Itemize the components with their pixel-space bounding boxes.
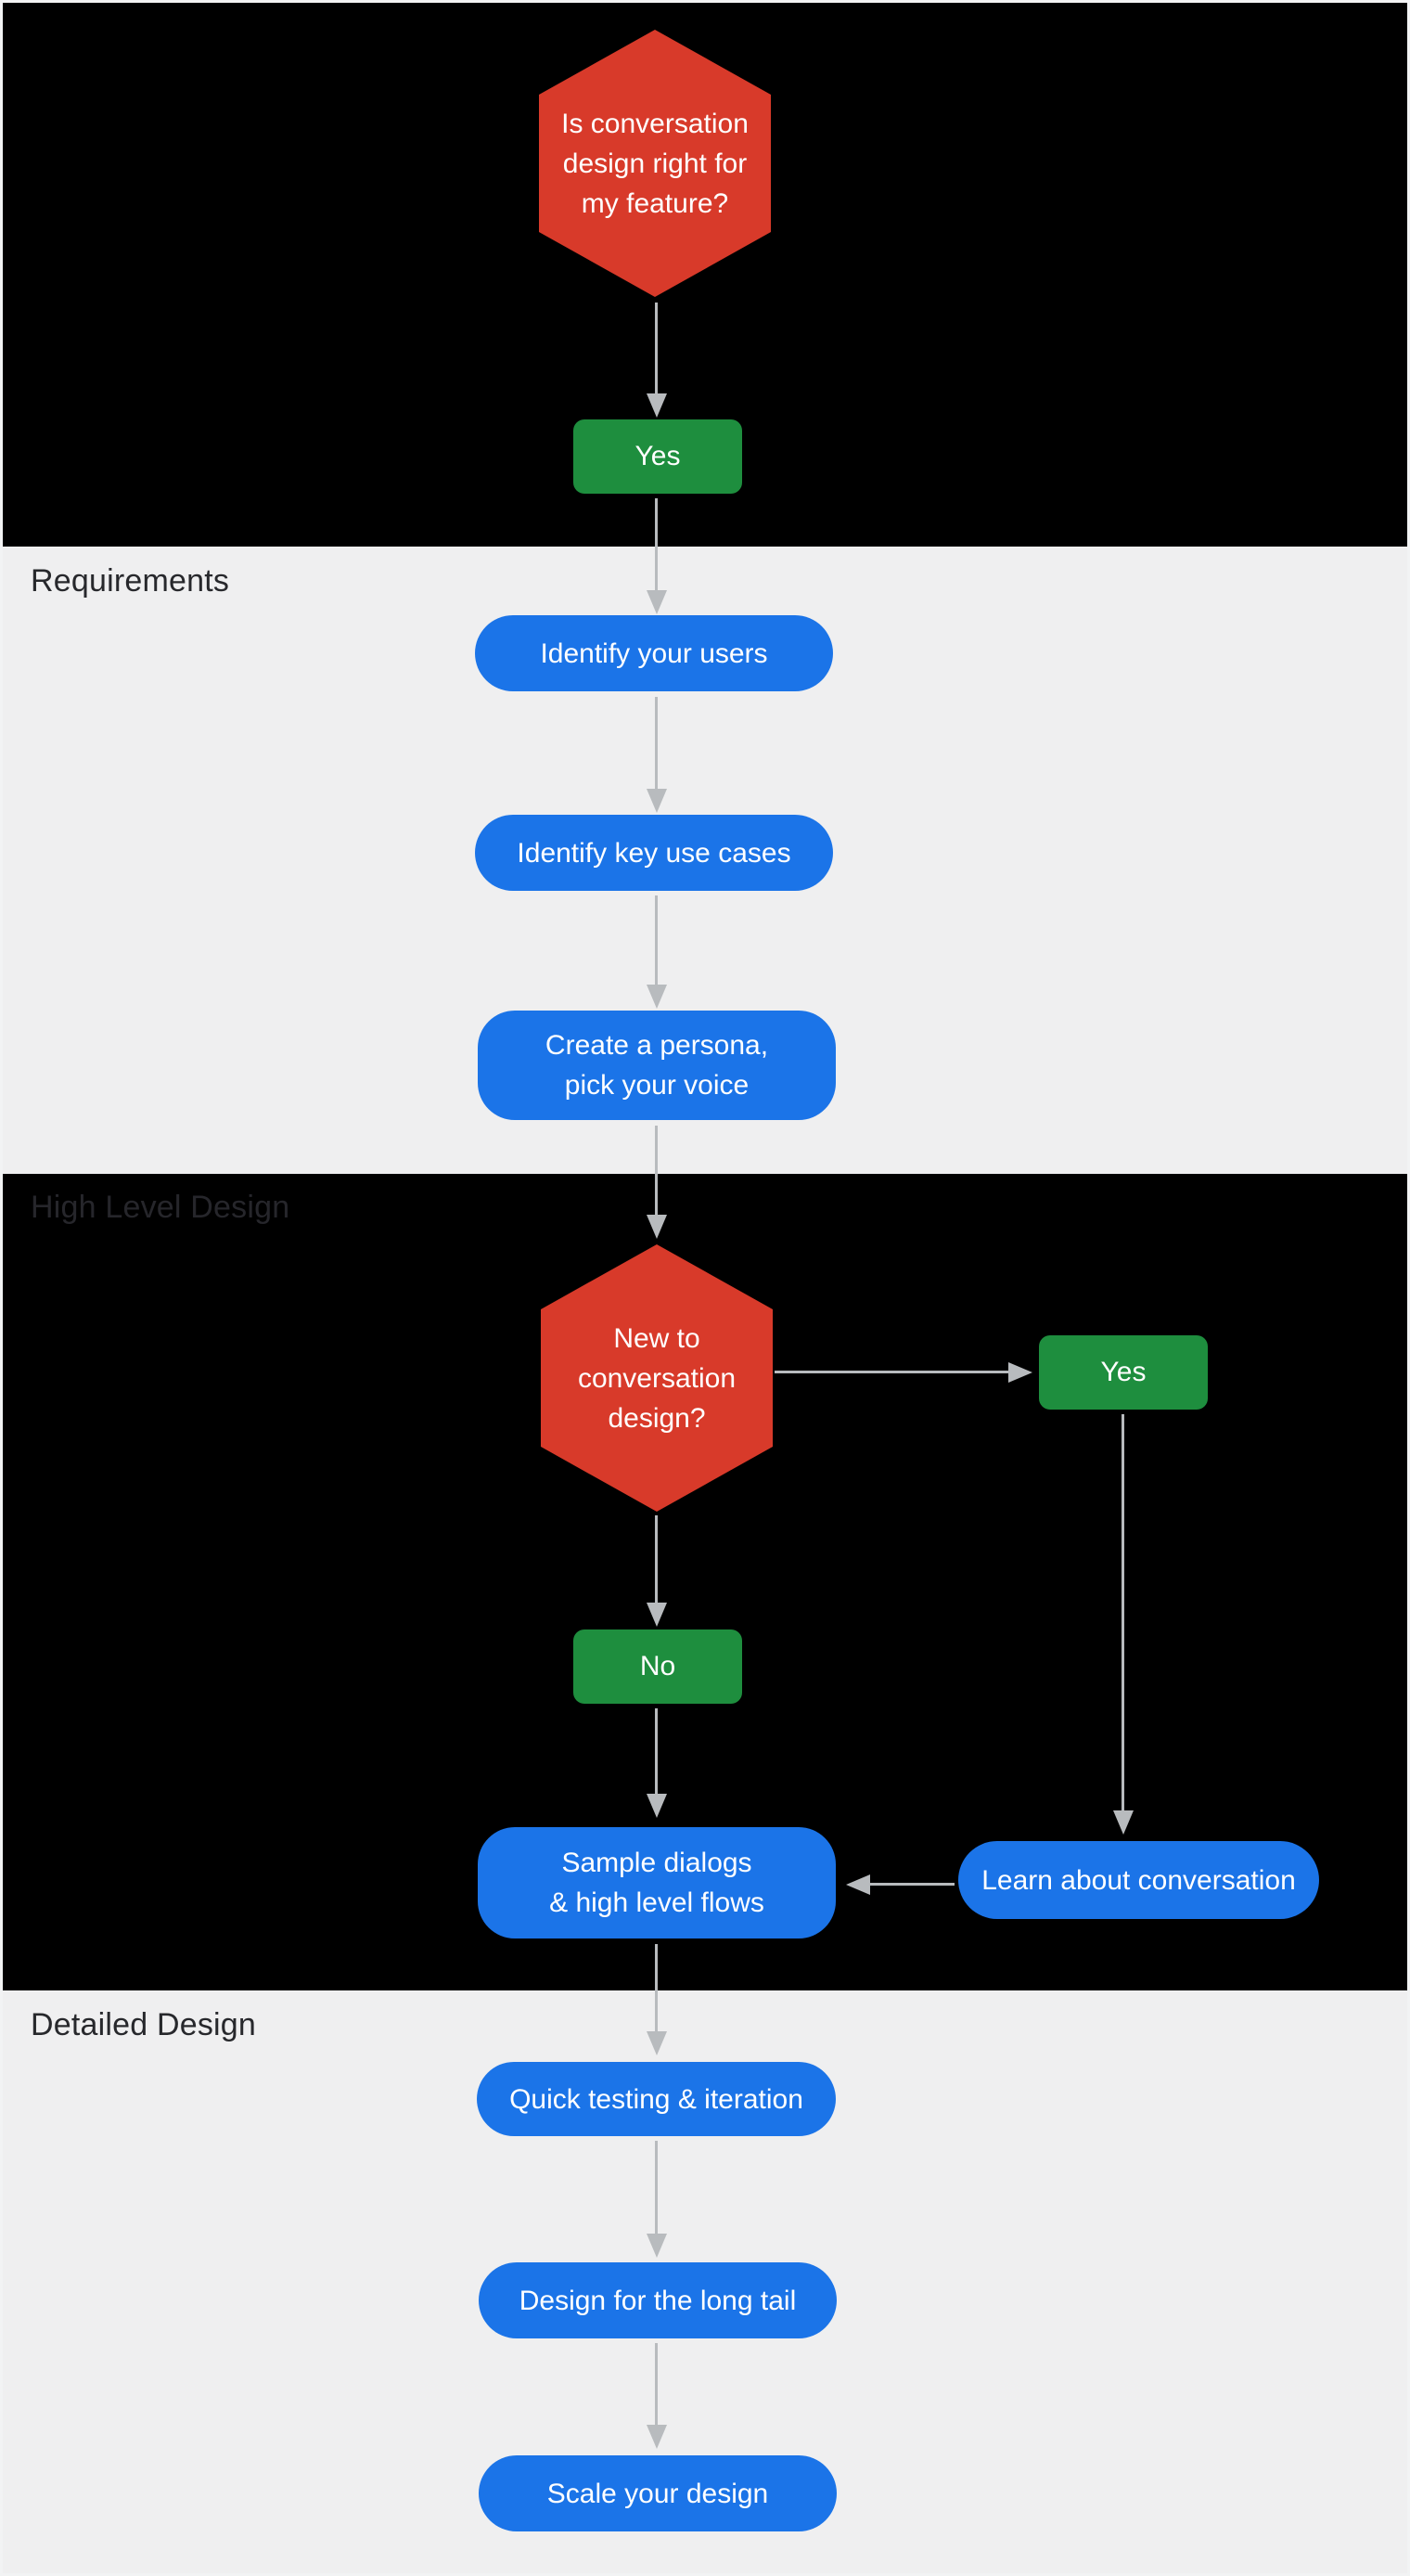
arrow-head-down [647, 789, 667, 813]
arrow-head-down [647, 1794, 667, 1818]
step-label-line: Create a persona, [545, 1030, 769, 1061]
arrow-head-down [647, 1215, 667, 1239]
arrow-head-down [647, 2425, 667, 2449]
step-label: Design for the long tail [519, 2285, 797, 2316]
arrow-line [655, 303, 658, 393]
decision-text-line: Is conversation [561, 108, 749, 139]
section-label-detailed-design: Detailed Design [31, 2007, 257, 2042]
arrow-line [655, 2141, 658, 2234]
step-label-line: Sample dialogs [561, 1848, 752, 1878]
decision-text-line: design right for [562, 148, 748, 179]
decision-new-to-conversation-design: New to conversation design? [541, 1244, 773, 1512]
arrow-line [655, 498, 658, 590]
decision-text-line: my feature? [581, 187, 729, 219]
step-design-long-tail: Design for the long tail [479, 2262, 837, 2338]
step-label-line: & high level flows [549, 1887, 764, 1918]
section-label-requirements: Requirements [31, 563, 230, 599]
step-identify-your-users: Identify your users [475, 615, 833, 691]
decision-is-conversation-design-right: Is conversation design right for my feat… [539, 30, 771, 297]
arrow-head-down [647, 985, 667, 1009]
decision-text-line: design? [608, 1402, 706, 1434]
arrow-head-down [647, 590, 667, 614]
step-label: Identify key use cases [517, 837, 791, 869]
arrow-line [655, 1708, 658, 1794]
arrow-head-down [647, 1603, 667, 1627]
arrow-line [655, 697, 658, 789]
answer-label: No [639, 1651, 676, 1681]
arrow-head-down [647, 2234, 667, 2258]
step-identify-key-use-cases: Identify key use cases [475, 815, 833, 891]
step-scale-your-design: Scale your design [479, 2455, 837, 2531]
step-create-persona: Create a persona, pick your voice [478, 1011, 836, 1120]
step-label: Scale your design [546, 2478, 769, 2509]
arrow-head-down [647, 2031, 667, 2055]
arrow-head-down [1113, 1810, 1134, 1835]
step-quick-testing: Quick testing & iteration [477, 2062, 836, 2136]
step-learn-about-conversation: Learn about conversation [958, 1841, 1319, 1919]
arrow-line [655, 895, 658, 985]
section-label-high-level-design: High Level Design [31, 1190, 290, 1225]
arrow-head-right [1008, 1362, 1032, 1383]
step-label: Learn about conversation [981, 1864, 1296, 1896]
arrow-line [775, 1371, 1008, 1373]
decision-text-line: conversation [577, 1362, 737, 1394]
arrow-line [655, 1944, 658, 2031]
answer-yes-new: Yes [1039, 1335, 1208, 1410]
arrow-line [1122, 1414, 1124, 1810]
step-label: Identify your users [540, 638, 768, 669]
step-label-line: pick your voice [564, 1070, 750, 1101]
step-sample-dialogs: Sample dialogs & high level flows [478, 1827, 836, 1938]
step-label: Quick testing & iteration [509, 2083, 803, 2115]
decision-text-line: New to [613, 1322, 700, 1354]
answer-label: Yes [1100, 1357, 1147, 1387]
answer-yes-start: Yes [573, 419, 742, 494]
answer-label: Yes [634, 441, 681, 471]
answer-no-new: No [573, 1629, 742, 1704]
arrow-line [655, 2343, 658, 2425]
arrow-line [655, 1515, 658, 1603]
arrow-line [655, 1126, 658, 1215]
arrow-line [870, 1883, 955, 1886]
arrow-head-down [647, 393, 667, 418]
arrow-head-left [846, 1874, 870, 1895]
